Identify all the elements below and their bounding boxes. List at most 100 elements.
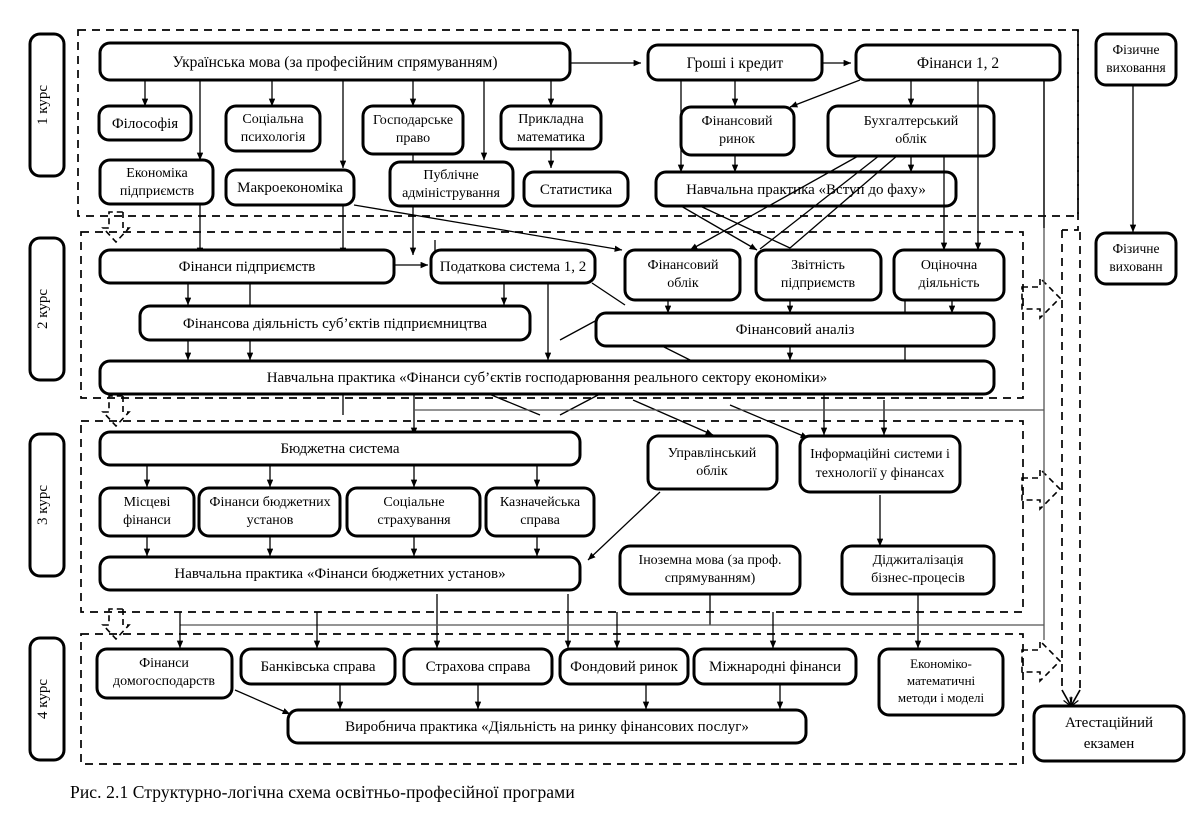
course-label-line2: адміністрування xyxy=(402,186,500,201)
edge-practice-to-valuation-b xyxy=(699,205,791,249)
course-public-administration[interactable]: Публічне адміністрування xyxy=(388,160,515,208)
course-digitalization[interactable]: Діджиталізація бізнес-процесів xyxy=(840,544,996,596)
course-international-finance[interactable]: Міжнародні фінанси xyxy=(692,647,858,686)
course-budget-institutions-finance[interactable]: Фінанси бюджетних установ xyxy=(197,486,342,538)
practice-financial-services-market[interactable]: Виробнича практика «Діяльність на ринку … xyxy=(286,708,808,745)
practice-intro-to-profession[interactable]: Навчальна практика «Вступ до фаху» xyxy=(654,170,958,208)
course-enterprise-finance[interactable]: Фінанси підприємств xyxy=(98,248,396,285)
year2-frame xyxy=(80,231,1024,399)
year-4: 4 курс xyxy=(28,636,66,762)
course-label-line2: облік xyxy=(667,276,699,291)
course-social-psychology[interactable]: Соціальна психологія xyxy=(224,104,322,153)
course-label-line2: фінанси xyxy=(123,513,171,528)
course-local-finance[interactable]: Місцеві фінанси xyxy=(98,486,196,538)
course-insurance[interactable]: Страхова справа xyxy=(402,647,554,686)
course-label: Українська мова (за професійним спрямува… xyxy=(173,54,498,71)
course-label-line1: Оціночна xyxy=(921,258,978,273)
course-management-accounting[interactable]: Управлінський облік xyxy=(646,434,779,491)
course-physical-education-top[interactable]: Фізичне виховання xyxy=(1094,32,1178,87)
course-label-line2: математичні xyxy=(907,673,976,688)
course-label-line1: Економіка xyxy=(126,166,188,181)
edge-household-practice xyxy=(234,689,291,715)
course-label: Макроекономіка xyxy=(237,180,343,196)
course-physical-education-bottom[interactable]: Фізичне вихованн xyxy=(1094,231,1178,286)
course-treasury-affairs[interactable]: Казначейська справа xyxy=(484,486,596,538)
course-label-line1: Прикладна xyxy=(518,112,584,127)
course-label-line1: Місцеві xyxy=(124,495,171,510)
course-label-line2: діяльність xyxy=(919,276,980,291)
course-label-line1: Звітність xyxy=(791,258,845,273)
course-label: Фінансовий аналіз xyxy=(736,322,855,338)
exam-label-line1: Атестаційний xyxy=(1065,715,1153,731)
course-label-line3: методи і моделі xyxy=(898,690,985,705)
course-money-and-credit[interactable]: Гроші і кредит xyxy=(646,43,824,82)
year1-frame-right-link xyxy=(1062,30,1079,231)
course-label-line1: Фізичне xyxy=(1113,241,1160,256)
year-1: 1 курс xyxy=(28,32,66,178)
course-philosophy[interactable]: Філософія xyxy=(97,104,193,142)
course-label-line1: Соціальна xyxy=(242,112,304,127)
course-label: Фінанси підприємств xyxy=(179,259,316,275)
course-tax-system[interactable]: Податкова система 1, 2 xyxy=(429,248,597,285)
year-3: 3 курс xyxy=(28,432,66,578)
course-econ-math-methods[interactable]: Економіко- математичні методи і моделі xyxy=(877,647,1005,717)
course-stock-market[interactable]: Фондовий ринок xyxy=(558,647,690,686)
year-3-label: 3 курс xyxy=(35,485,51,525)
course-label: Податкова система 1, 2 xyxy=(440,259,587,275)
edge-finance-finmarket xyxy=(789,79,861,108)
course-financial-accounting[interactable]: Фінансовий облік xyxy=(623,248,742,302)
attestation-exam[interactable]: Атестаційний екзамен xyxy=(1032,704,1186,763)
course-enterprise-economics[interactable]: Економіка підприємств xyxy=(98,158,215,206)
course-label-line1: Фінансовий xyxy=(702,114,773,129)
course-enterprise-reporting[interactable]: Звітність підприємств xyxy=(754,248,883,302)
course-label-line1: Казначейська xyxy=(500,495,581,510)
edge-practice-to-reporting xyxy=(680,205,758,251)
practice-real-sector-finance[interactable]: Навчальна практика «Фінанси суб’єктів го… xyxy=(98,359,996,396)
course-label-line2: ринок xyxy=(719,132,755,147)
course-label: Статистика xyxy=(540,182,613,198)
year-2-label: 2 курс xyxy=(35,289,51,329)
course-accounting[interactable]: Бухгалтерський облік xyxy=(826,104,996,158)
attestation-arrow-left xyxy=(1061,689,1071,706)
course-macroeconomics[interactable]: Макроекономіка xyxy=(224,168,356,207)
course-applied-mathematics[interactable]: Прикладна математика xyxy=(499,104,603,151)
course-label-line2: домогосподарств xyxy=(113,674,215,689)
course-label-line2: психологія xyxy=(241,130,306,145)
course-label-line2: виховання xyxy=(1106,60,1165,75)
course-label-line1: Соціальне xyxy=(383,495,444,510)
edge-y2-y3-b xyxy=(488,393,541,416)
course-social-insurance[interactable]: Соціальне страхування xyxy=(345,486,482,538)
course-statistics[interactable]: Статистика xyxy=(522,170,630,208)
course-budget-system[interactable]: Бюджетна система xyxy=(98,430,582,467)
course-label-line1: Фінанси xyxy=(139,656,189,671)
year4-frame xyxy=(80,633,1024,765)
course-foreign-language[interactable]: Іноземна мова (за проф. спрямуванням) xyxy=(618,544,802,596)
edge-mgmtacct-practice xyxy=(587,491,661,561)
course-ukrainian-language[interactable]: Українська мова (за професійним спрямува… xyxy=(98,41,572,82)
edge-tax-analysis xyxy=(591,282,626,306)
year-1-label: 1 курс xyxy=(35,85,51,125)
course-label-line2: вихованн xyxy=(1109,259,1162,274)
course-financial-analysis[interactable]: Фінансовий аналіз xyxy=(594,311,996,348)
course-valuation-activity[interactable]: Оціночна діяльність xyxy=(892,248,1006,302)
course-financial-market[interactable]: Фінансовий ринок xyxy=(679,105,796,157)
course-label-line1: Фінансовий xyxy=(648,258,719,273)
course-label-line1: Бухгалтерський xyxy=(864,114,959,129)
course-household-finance[interactable]: Фінанси домогосподарств xyxy=(95,647,234,700)
course-banking[interactable]: Банківська справа xyxy=(239,647,397,686)
practice-budget-institutions-finance[interactable]: Навчальна практика «Фінанси бюджетних ус… xyxy=(98,555,582,592)
course-information-systems[interactable]: Інформаційні системи і технології у фіна… xyxy=(798,434,962,494)
course-label-line2: право xyxy=(396,131,430,146)
practice-label: Навчальна практика «Вступ до фаху» xyxy=(686,182,926,198)
course-finance-1-2[interactable]: Фінанси 1, 2 xyxy=(854,43,1062,82)
course-label: Фондовий ринок xyxy=(570,659,678,675)
practice-label: Навчальна практика «Фінанси бюджетних ус… xyxy=(174,566,505,582)
course-economic-law[interactable]: Господарське право xyxy=(361,104,465,156)
course-label: Банківська справа xyxy=(260,659,375,675)
course-financial-activity[interactable]: Фінансова діяльність суб’єктів підприємн… xyxy=(138,304,532,342)
exam-label-line2: екзамен xyxy=(1084,736,1135,752)
course-label-line1: Управлінський xyxy=(668,446,757,461)
course-label-line1: Господарське xyxy=(373,113,453,128)
